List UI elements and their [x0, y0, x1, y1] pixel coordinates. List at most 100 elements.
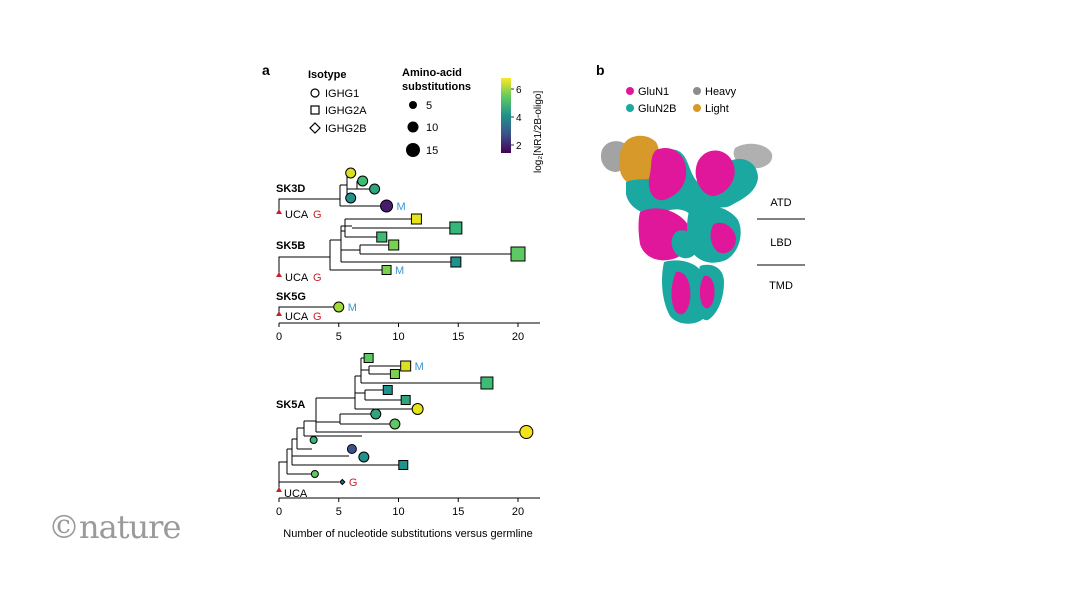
tip-label: M — [415, 361, 424, 373]
size-legend-dot-15 — [406, 143, 420, 157]
tree-sk5a-tip — [363, 353, 374, 363]
diamond-shape-icon — [309, 122, 321, 134]
tree-sk5a-tip — [389, 418, 401, 430]
size-legend: Amino-acid substitutions 5 10 15 — [402, 67, 471, 157]
tree-label-sk5b: SK5B — [276, 240, 305, 252]
square-shape-icon — [310, 105, 320, 115]
tree-label-sk5g: SK5G — [276, 291, 306, 303]
size-legend-dot-10 — [407, 121, 419, 133]
tree-sk5a-tip — [310, 470, 319, 478]
domain-lbd: LBD — [770, 237, 791, 249]
panel-a-label: a — [262, 62, 270, 78]
legend-swatch-heavy — [693, 87, 701, 95]
tree-sk5a-tip — [389, 369, 400, 379]
uca-marker-icon — [276, 487, 282, 492]
tree-sk5a-tip — [370, 408, 382, 420]
tree-label-sk3d: SK3D — [276, 183, 305, 195]
tree-sk5b-tip — [388, 239, 400, 251]
tree-sk5a-tip — [339, 478, 346, 486]
tree-label-sk5a: SK5A — [276, 399, 305, 411]
tree-sk5a-tip — [346, 444, 357, 454]
legend-swatch-glun1 — [626, 87, 634, 95]
tree-sk5a-tip — [398, 460, 409, 470]
colorbar: 6 4 2 log₂[NR1/2B-oligo] — [501, 78, 544, 173]
panel-b-legend: GluN1 GluN2B Heavy Light — [626, 86, 737, 115]
tip-label: M — [395, 265, 404, 277]
uca-isotype-sk5b: G — [313, 272, 322, 284]
domain-labels: ATD LBD TMD — [757, 197, 805, 292]
size-legend-label-15: 15 — [426, 145, 438, 157]
x-tick-label: 5 — [336, 506, 342, 518]
size-legend-dot-5 — [409, 101, 417, 109]
tree-sk5b-tip — [510, 246, 526, 262]
isotype-legend: Isotype IGHG1 IGHG2A IGHG2B — [308, 69, 367, 135]
tree-sk3d-tip — [345, 192, 357, 204]
size-legend-title-2: substitutions — [402, 81, 471, 93]
uca-label-sk3d: UCA — [285, 209, 309, 221]
legend-swatch-glun2b — [626, 104, 634, 112]
panel-b-label: b — [596, 62, 605, 78]
uca-label-sk5b: UCA — [285, 272, 309, 284]
tree-top-members: M M M — [333, 167, 526, 314]
isotype-label-igg2a: IGHG2A — [325, 105, 367, 117]
uca-isotype-sk5g: G — [313, 311, 322, 323]
tree-bottom-members: MG — [309, 353, 534, 489]
size-legend-title-1: Amino-acid — [402, 67, 462, 79]
uca-isotype-sk3d: G — [313, 209, 322, 221]
nmda-receptor-density-map — [600, 135, 773, 324]
tree-sk5a-tip — [400, 360, 412, 372]
tip-label: G — [349, 477, 358, 489]
colorbar-tick-6: 6 — [516, 85, 522, 96]
colorbar-tick-2: 2 — [516, 141, 522, 152]
size-legend-label-10: 10 — [426, 122, 438, 134]
x-axis-top: 0 5 10 15 20 — [276, 322, 540, 343]
x-tick-label: 15 — [452, 331, 464, 343]
tree-sk3d-tip — [345, 167, 357, 179]
x-tick-label: 20 — [512, 506, 524, 518]
tree-panel-top — [278, 172, 518, 316]
colorbar-label: log₂[NR1/2B-oligo] — [533, 91, 544, 173]
x-tick-label: 10 — [392, 506, 404, 518]
tree-sk5a-tip — [480, 376, 494, 390]
nature-watermark: ©nature — [48, 508, 181, 546]
tree-sk5a-tip — [411, 403, 424, 415]
tree-sk5g-tip — [333, 301, 345, 313]
tree-sk3d-tip — [357, 175, 369, 187]
x-tick-label: 0 — [276, 506, 282, 518]
tree-sk5b-tip — [449, 221, 463, 235]
legend-label-glun2b: GluN2B — [638, 103, 677, 115]
tree-sk5a-tip — [400, 395, 411, 405]
isotype-label-igg1: IGHG1 — [325, 88, 359, 100]
domain-tmd: TMD — [769, 280, 793, 292]
tree-sk5a-tip — [309, 436, 318, 444]
tree-panel-bottom — [278, 357, 527, 492]
tree-sk5a-tip — [358, 451, 370, 463]
x-tick-label: 15 — [452, 506, 464, 518]
circle-shape-icon — [310, 88, 320, 98]
x-axis-bottom: 0 5 10 15 20 — [276, 497, 540, 518]
colorbar-tick-4: 4 — [516, 113, 522, 124]
tree-sk5b-tip — [450, 256, 462, 268]
x-tick-label: 0 — [276, 331, 282, 343]
legend-swatch-light — [693, 104, 701, 112]
uca-label-sk5a: UCA — [284, 488, 308, 500]
domain-atd: ATD — [770, 197, 791, 209]
tree-sk5b-tip — [381, 265, 392, 275]
x-tick-label: 20 — [512, 331, 524, 343]
tree-sk5b-tip — [410, 213, 422, 225]
uca-marker-icon — [276, 311, 282, 316]
x-axis-label: Number of nucleotide substitutions versu… — [283, 528, 532, 540]
tree-sk5b-tip — [376, 231, 388, 243]
x-tick-label: 5 — [336, 331, 342, 343]
legend-label-glun1: GluN1 — [638, 86, 669, 98]
legend-label-heavy: Heavy — [705, 86, 737, 98]
uca-label-sk5g: UCA — [285, 311, 309, 323]
uca-marker-icon — [276, 209, 282, 214]
tip-label: M — [348, 302, 357, 314]
colorbar-gradient — [501, 78, 511, 153]
isotype-legend-title: Isotype — [308, 69, 347, 81]
tip-label: M — [397, 201, 406, 213]
x-tick-label: 10 — [392, 331, 404, 343]
tree-sk5a-tip — [519, 425, 534, 439]
